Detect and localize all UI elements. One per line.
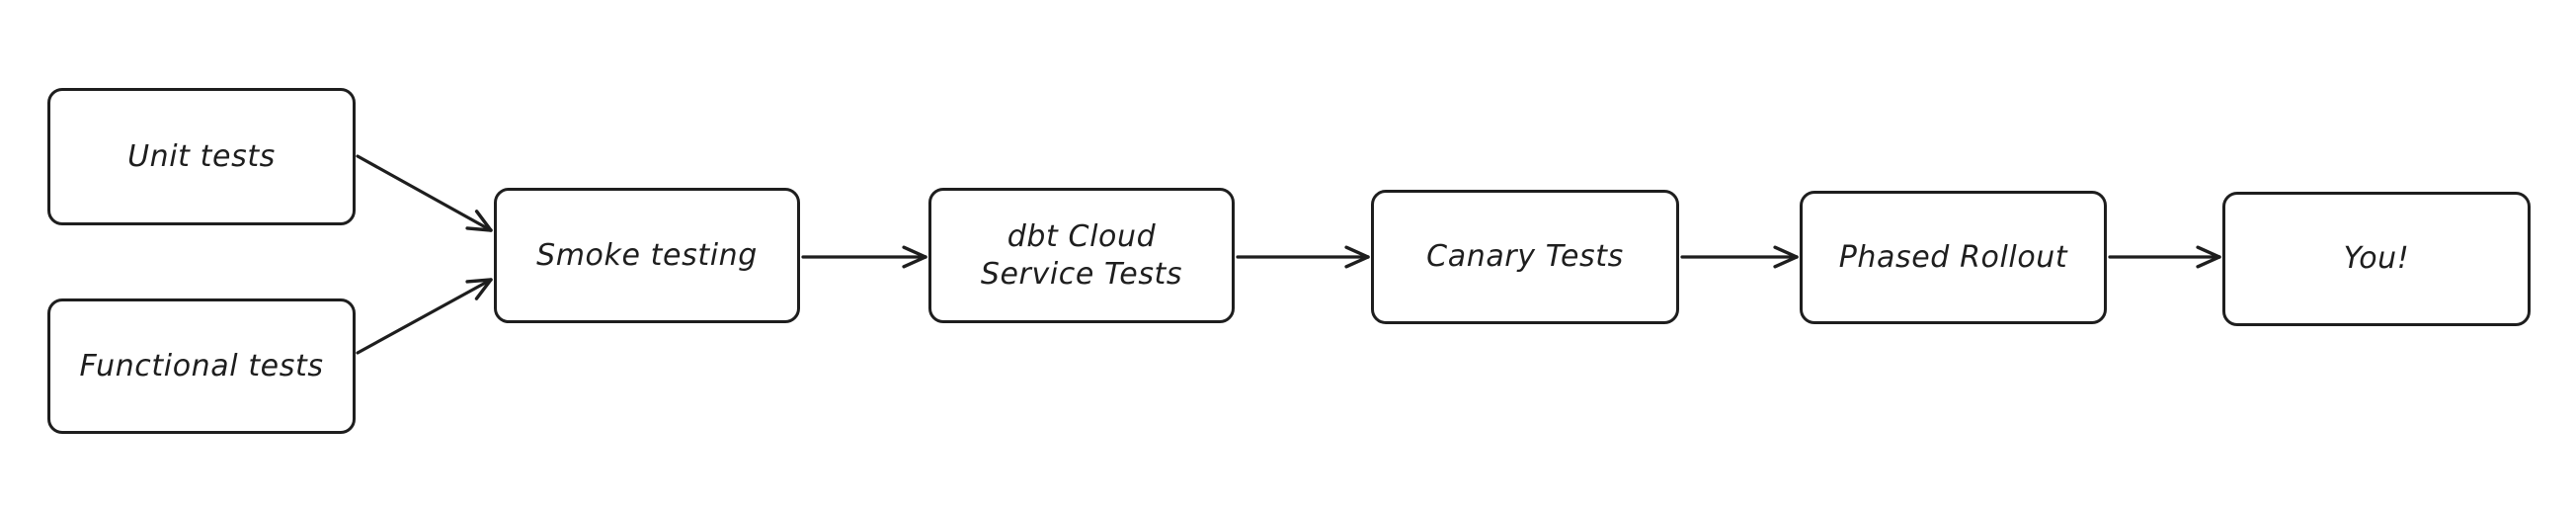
arrowhead-stroke <box>465 226 493 232</box>
node-smoke-testing[interactable]: Smoke testing <box>494 188 800 323</box>
node-label-you: You! <box>2343 241 2410 276</box>
node-canary-tests[interactable]: Canary Tests <box>1371 190 1679 324</box>
node-label-dbt-cloud-service-tests: dbt Cloud Service Tests <box>980 218 1183 292</box>
edge-smoke-testing-to-dbt-cloud-service-tests <box>801 245 927 269</box>
arrowhead-stroke <box>465 278 493 284</box>
node-label-canary-tests: Canary Tests <box>1426 239 1624 274</box>
node-phased-rollout[interactable]: Phased Rollout <box>1800 191 2107 324</box>
node-unit-tests[interactable]: Unit tests <box>47 88 356 225</box>
arrowhead-stroke <box>902 245 927 259</box>
node-label-functional-tests: Functional tests <box>79 348 324 383</box>
arrowhead-stroke <box>474 278 493 300</box>
arrowhead-stroke <box>1773 245 1799 259</box>
node-functional-tests[interactable]: Functional tests <box>47 298 356 434</box>
arrowhead-stroke <box>1344 245 1370 259</box>
arrowhead-stroke <box>902 255 927 269</box>
node-you[interactable]: You! <box>2222 192 2531 326</box>
arrowhead-stroke <box>474 210 493 232</box>
arrowhead-stroke <box>2196 255 2221 269</box>
node-label-smoke-testing: Smoke testing <box>536 237 758 273</box>
node-label-unit-tests: Unit tests <box>127 138 276 174</box>
edge-canary-tests-to-phased-rollout <box>1680 245 1799 269</box>
edge-dbt-cloud-service-tests-to-canary-tests <box>1236 245 1370 269</box>
arrowhead-stroke <box>2196 245 2221 259</box>
arrowhead-stroke <box>1344 255 1370 269</box>
node-label-phased-rollout: Phased Rollout <box>1838 239 2068 275</box>
edge-unit-tests-to-smoke-testing <box>356 154 493 232</box>
node-dbt-cloud-service-tests[interactable]: dbt Cloud Service Tests <box>928 188 1235 323</box>
edge-phased-rollout-to-you <box>2108 245 2221 269</box>
arrowhead-stroke <box>1773 255 1799 269</box>
edge-functional-tests-to-smoke-testing <box>356 278 493 355</box>
